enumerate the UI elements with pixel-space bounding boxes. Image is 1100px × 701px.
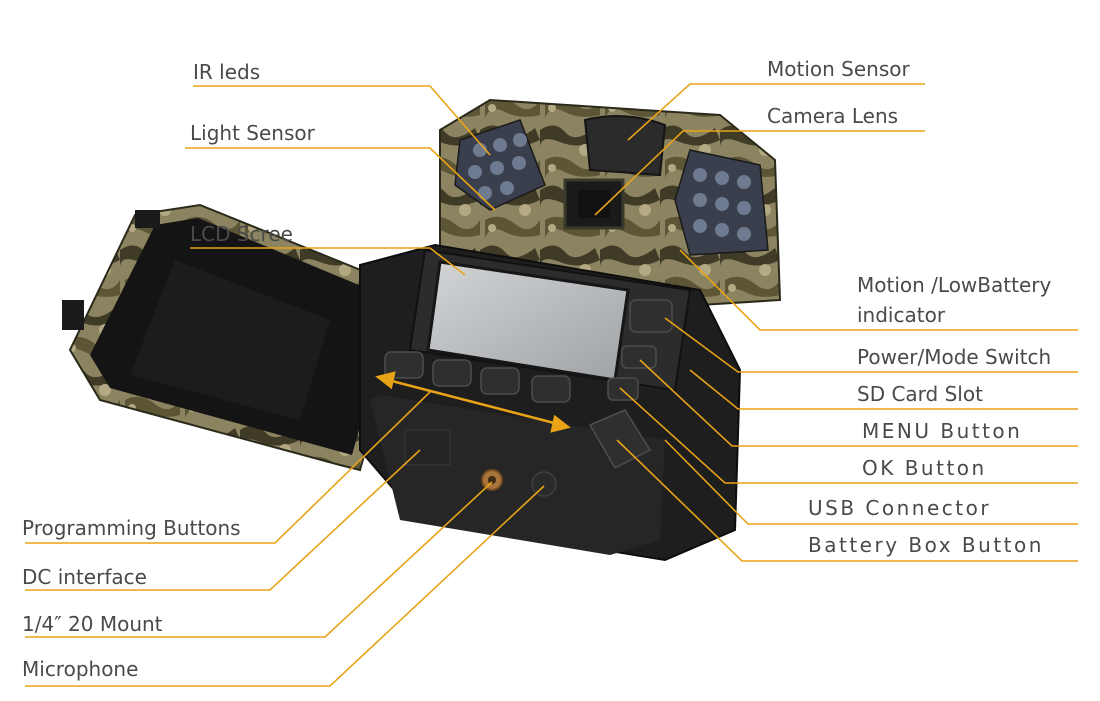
leader-mount bbox=[25, 481, 493, 638]
camera-top-housing bbox=[439, 98, 782, 307]
label-programming-buttons: Programming Buttons bbox=[22, 516, 241, 540]
label-motion-lowbattery-line2: indicator bbox=[857, 303, 946, 327]
leader-lines bbox=[25, 83, 1078, 687]
leader-sd-card bbox=[689, 369, 1078, 410]
label-motion-lowbattery: Motion /LowBattery indicator bbox=[857, 270, 1051, 330]
label-sd-card-slot: SD Card Slot bbox=[857, 382, 983, 406]
leader-battery-box bbox=[616, 439, 1078, 562]
leader-power-mode bbox=[664, 317, 1078, 373]
leader-ir-leds bbox=[193, 85, 491, 156]
leader-dc-interface bbox=[25, 449, 421, 591]
label-motion-lowbattery-line1: Motion /LowBattery bbox=[857, 273, 1052, 297]
label-lcd-screen: LCD Scree bbox=[190, 222, 293, 246]
label-light-sensor: Light Sensor bbox=[190, 121, 315, 145]
camera-body bbox=[359, 243, 742, 562]
label-power-mode-switch: Power/Mode Switch bbox=[857, 345, 1052, 369]
leader-menu bbox=[639, 359, 1078, 447]
label-mount: 1/4″ 20 Mount bbox=[22, 612, 163, 636]
label-usb-connector: USB Connector bbox=[808, 496, 992, 520]
leader-ok bbox=[619, 387, 1078, 484]
label-camera-lens: Camera Lens bbox=[767, 104, 899, 128]
leader-light-sensor bbox=[185, 147, 496, 211]
leader-microphone bbox=[25, 485, 545, 687]
leader-usb bbox=[664, 439, 1078, 525]
label-ok-button: OK Button bbox=[862, 456, 987, 480]
label-dc-interface: DC interface bbox=[22, 565, 147, 589]
side-door bbox=[62, 203, 412, 472]
programming-arrow bbox=[375, 371, 571, 433]
leader-programming-buttons bbox=[25, 391, 431, 544]
label-motion-sensor: Motion Sensor bbox=[767, 57, 910, 81]
label-battery-box-button: Battery Box Button bbox=[808, 533, 1044, 557]
label-menu-button: MENU Button bbox=[862, 419, 1023, 443]
label-microphone: Microphone bbox=[22, 657, 139, 681]
leader-motion-lowbattery bbox=[679, 249, 1078, 331]
leader-motion-sensor bbox=[627, 83, 925, 141]
leader-lcd-screen bbox=[190, 247, 466, 276]
leader-camera-lens bbox=[594, 130, 925, 216]
label-ir-leds: IR leds bbox=[193, 60, 261, 84]
